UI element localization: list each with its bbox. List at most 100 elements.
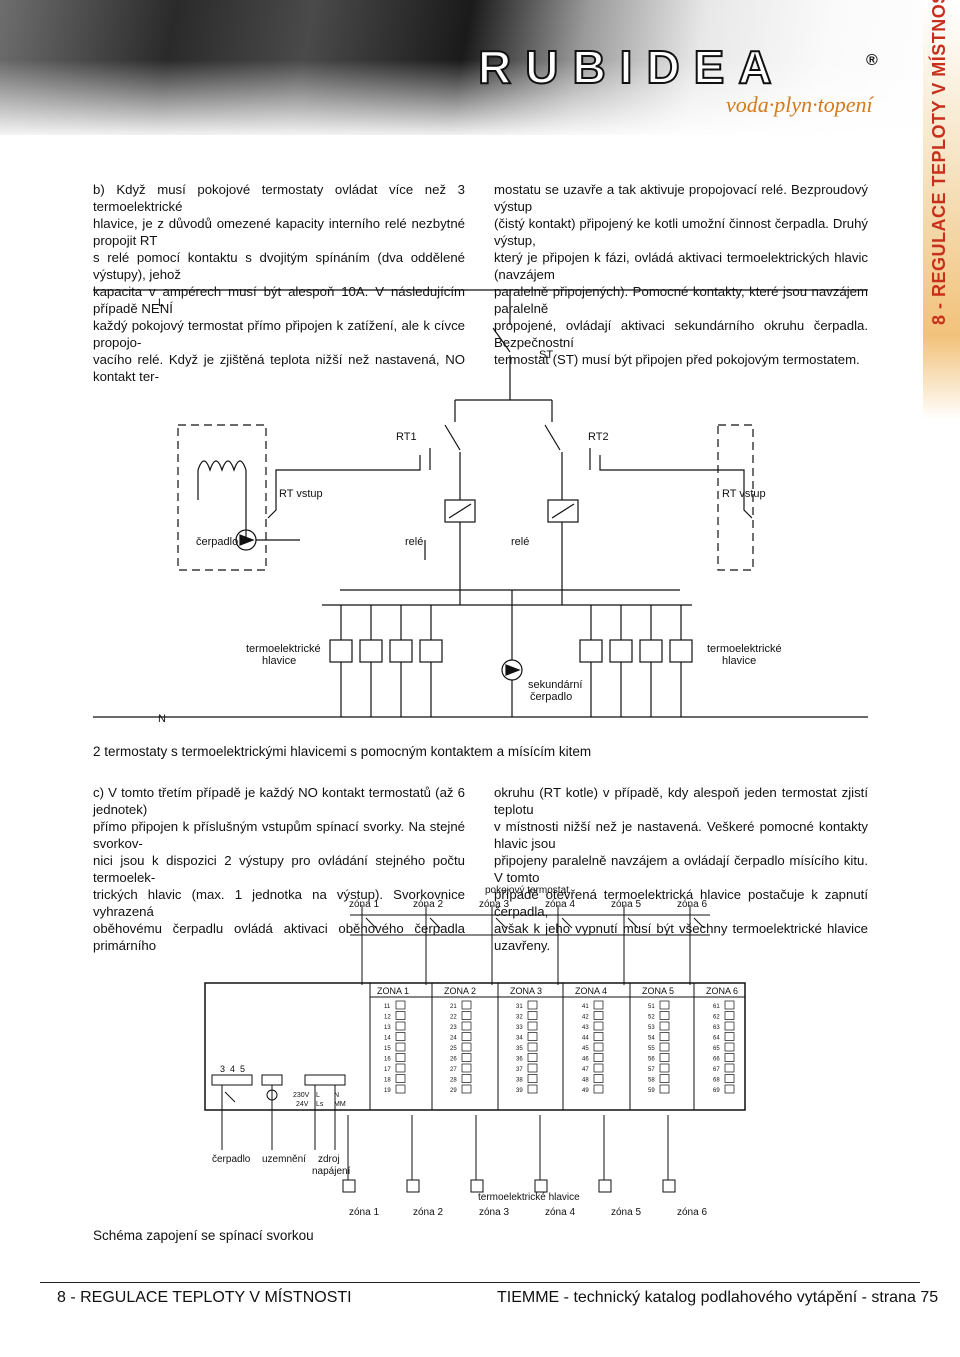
terminal-screw [659,1053,670,1062]
left-terminal: 4 [230,1064,235,1074]
zone-bottom: zóna 1 [349,1207,379,1218]
terminal-screw [659,1011,670,1020]
terminal-number: 65 [713,1046,720,1052]
terminal-screw [659,1063,670,1073]
power-label: MM [334,1101,346,1108]
terminal-screw [395,1042,406,1052]
footer-section-title: 8 - REGULACE TEPLOTY V MÍSTNOSTI [57,1289,352,1306]
terminal-screw [593,1074,604,1083]
thermostats-row [361,905,705,985]
text-line: paralelně připojených). Pomocné kontakty… [494,284,868,316]
text-line: s relé pomocí kontaktu s dvojitým spínán… [93,250,465,282]
terminal-screw [724,1042,735,1052]
terminal-number: 13 [384,1025,391,1031]
text-line: případě otevřená termoelektrická hlavice… [494,887,868,919]
rt1-switch [444,424,461,451]
terminal-number: 37 [516,1067,523,1073]
section-b-right: mostatu se uzavře a tak aktivuje propojo… [494,181,868,368]
terminal-number: 52 [648,1015,655,1021]
section-c-left: c) V tomto třetím případě je každý NO ko… [93,784,465,954]
terminal-screw [724,1074,735,1083]
terminal-screw [461,1032,472,1041]
terminal-number: 18 [384,1078,391,1084]
zone-header: ZONA 4 [575,986,607,996]
terminal-number: 33 [516,1025,523,1031]
terminal-screw [527,1000,538,1010]
zone-bottom: zóna 3 [479,1207,509,1218]
rt2-switch [544,424,561,451]
terminal-screw [461,1053,472,1062]
terminal-number: 67 [713,1067,720,1073]
text-line: nici jsou k dispozici 2 výstupy pro ovlá… [93,853,465,885]
terminal-number: 15 [384,1046,391,1052]
text-line: kapacita v ampérech musí být alespoň 10A… [93,284,465,316]
terminal-number: 22 [450,1015,457,1021]
terminal-screw [395,1074,406,1083]
power-label: Ls [316,1101,324,1108]
terminal-screw [527,1053,538,1062]
terminal-screw [395,1084,406,1094]
terminal-number: 68 [713,1078,720,1084]
label-secondary-2: čerpadlo [530,691,572,703]
label-heads-left: termoelektrické [246,643,321,655]
power-label: 230V [293,1092,310,1099]
zone-bottom: zóna 2 [413,1207,443,1218]
terminal-screw [461,1000,472,1010]
zone-top: zóna 3 [479,899,509,910]
terminal-number: 19 [384,1088,391,1094]
text-line: c) V tomto třetím případě je každý NO ko… [93,785,465,817]
label-pokojovy-termostat: pokojový termostat [485,885,569,896]
terminal-screw [395,1032,406,1041]
terminal-number: 64 [713,1036,720,1042]
label-heads-left-2: hlavice [262,655,296,667]
diagram2-caption: Schéma zapojení se spínací svorkou [93,1228,314,1243]
terminal-number: 35 [516,1046,523,1052]
label-N: N [158,713,166,725]
terminal-number-grid: 1112131415161718192122232425262728293132… [384,1000,735,1094]
terminal-number: 62 [713,1015,720,1021]
terminal-screw [461,1011,472,1020]
terminal-screw [659,1000,670,1010]
terminal-number: 32 [516,1015,523,1021]
terminal-number: 11 [384,1004,391,1010]
zone-top: zóna 2 [413,899,443,910]
terminal-screw [659,1032,670,1041]
registered-mark: ® [866,52,878,69]
terminal-screw [724,1021,735,1031]
terminal-screw [527,1042,538,1052]
section-b-left: b) Když musí pokojové termostaty ovládat… [93,181,465,385]
terminal-screw [395,1021,406,1031]
terminal-number: 49 [582,1088,589,1094]
label-heads-right-2: hlavice [722,655,756,667]
label-rele-left: relé [405,536,423,548]
terminal-number: 14 [384,1036,391,1042]
text-line: b) Když musí pokojové termostaty ovládat… [93,182,465,214]
zone-header: ZONA 3 [510,986,542,996]
text-line: (čistý kontakt) připojený ke kotli umožn… [494,216,868,248]
terminal-number: 26 [450,1057,457,1063]
tagline: voda·plyn·topení [726,92,873,117]
terminal-number: 24 [450,1036,457,1042]
terminal-number: 12 [384,1015,391,1021]
header-fade [0,60,960,140]
text-line: který je připojen k fázi, ovládá aktivac… [494,250,868,282]
text-line: avšak k jeho vypnutí musí být všechny te… [494,921,868,953]
zone-top: zóna 1 [349,899,379,910]
terminal-screw [659,1042,670,1052]
terminal-screw [527,1011,538,1020]
zone-header: ZONA 6 [706,986,738,996]
terminal-number: 66 [713,1057,720,1063]
heads-left-group [329,605,443,717]
label-RT2: RT2 [588,431,609,443]
terminal-diagram [204,905,746,1193]
terminal-screw [724,1000,735,1010]
text-line: mostatu se uzavře a tak aktivuje propojo… [494,182,868,214]
text-line: okruhu (RT kotle) v případě, kdy alespoň… [494,785,868,817]
terminal-number: 41 [582,1004,589,1010]
terminal-number: 42 [582,1015,589,1021]
terminal-screw [461,1084,472,1094]
terminal-number: 34 [516,1036,523,1042]
terminal-screw [593,1011,604,1020]
terminal-number: 51 [648,1004,655,1010]
